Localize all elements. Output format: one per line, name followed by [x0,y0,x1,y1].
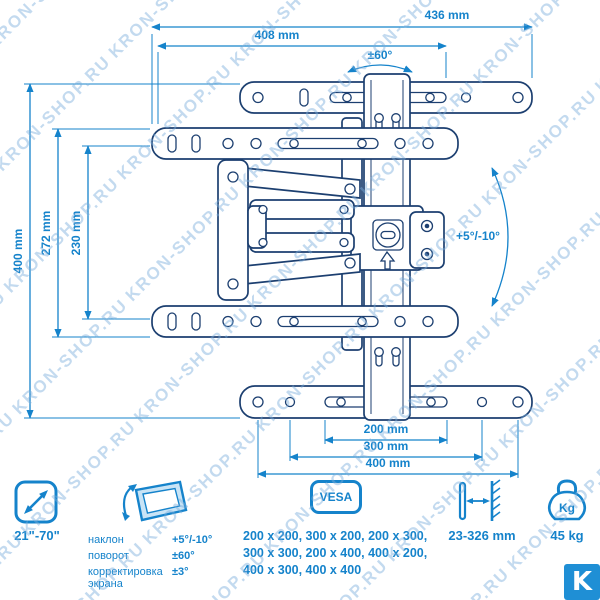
adjustment-value: ±60° [172,550,195,562]
dim-label-408: 408 mm [255,28,300,42]
up-arrow-mark [379,250,396,270]
adjustment-row: поворот ±60° [88,550,248,562]
screen-size-icon [14,480,58,524]
adjustment-row: наклон +5°/-10° [88,534,248,546]
top-front-rail [151,127,459,160]
articulating-arm [217,159,361,301]
dim-label-bottom-200: 200 mm [364,422,409,436]
adjustment-name: поворот [88,550,129,562]
max-weight-label: 45 kg [550,528,584,543]
vesa-sizes-line: 200 x 200, 300 x 200, 200 x 300, [243,529,428,543]
adjustment-name: корректировка экрана [88,566,163,590]
weight-icon: Kg [547,479,587,521]
dim-swivel: ±60° [347,48,413,73]
dim-label-436: 436 mm [425,8,470,22]
bottom-front-rail [151,305,459,338]
vesa-sizes-line: 300 x 300, 200 x 400, 400 x 200, [243,546,428,560]
wall-distance-label: 23-326 mm [448,528,516,543]
dim-left-272: 272 mm [39,128,150,338]
adjustment-row: корректировка экрана ±3° [88,566,248,590]
dim-label-bottom-400: 400 mm [366,456,411,470]
dim-label-left-272: 272 mm [39,211,53,256]
adjustment-list: наклон +5°/-10° поворот ±60° корректиров… [88,534,248,594]
adjustment-value: ±3° [172,566,189,578]
dim-bottom-200: 200 mm [324,420,448,444]
dim-bottom-300: 300 mm [289,420,483,461]
dim-top-436: 436 mm [151,8,533,124]
swivel-label: ±60° [368,48,393,62]
adjustment-name: наклон [88,534,124,546]
adjustment-value: +5°/-10° [172,534,213,546]
dim-tilt: +5°/-10° [456,167,509,307]
tilt-swivel-icon [122,480,188,522]
vesa-sizes: 200 x 200, 300 x 200, 200 x 300, 300 x 3… [243,528,438,579]
dim-left-230: 230 mm [69,145,150,320]
brand-logo: K [564,564,600,600]
wall-distance-icon [458,479,501,521]
dim-bottom-400: 400 mm [257,420,519,478]
weight-icon-text: Kg [559,501,575,515]
tilt-joint [350,205,424,271]
dim-label-left-230: 230 mm [69,211,83,256]
side-clamp [409,211,445,269]
mount-diagram: 436 mm 408 mm ±60° 400 mm 272 mm [11,8,533,478]
dim-label-left-400: 400 mm [11,229,25,274]
dim-top-408: 408 mm [157,28,447,124]
dim-label-bottom-300: 300 mm [364,439,409,453]
vesa-badge: VESA [310,480,362,514]
screen-size-label: 21"-70" [14,528,60,543]
vesa-sizes-line: 400 x 300, 400 x 400 [243,563,362,577]
dim-left-400: 400 mm [11,83,240,419]
tilt-label: +5°/-10° [456,229,500,243]
